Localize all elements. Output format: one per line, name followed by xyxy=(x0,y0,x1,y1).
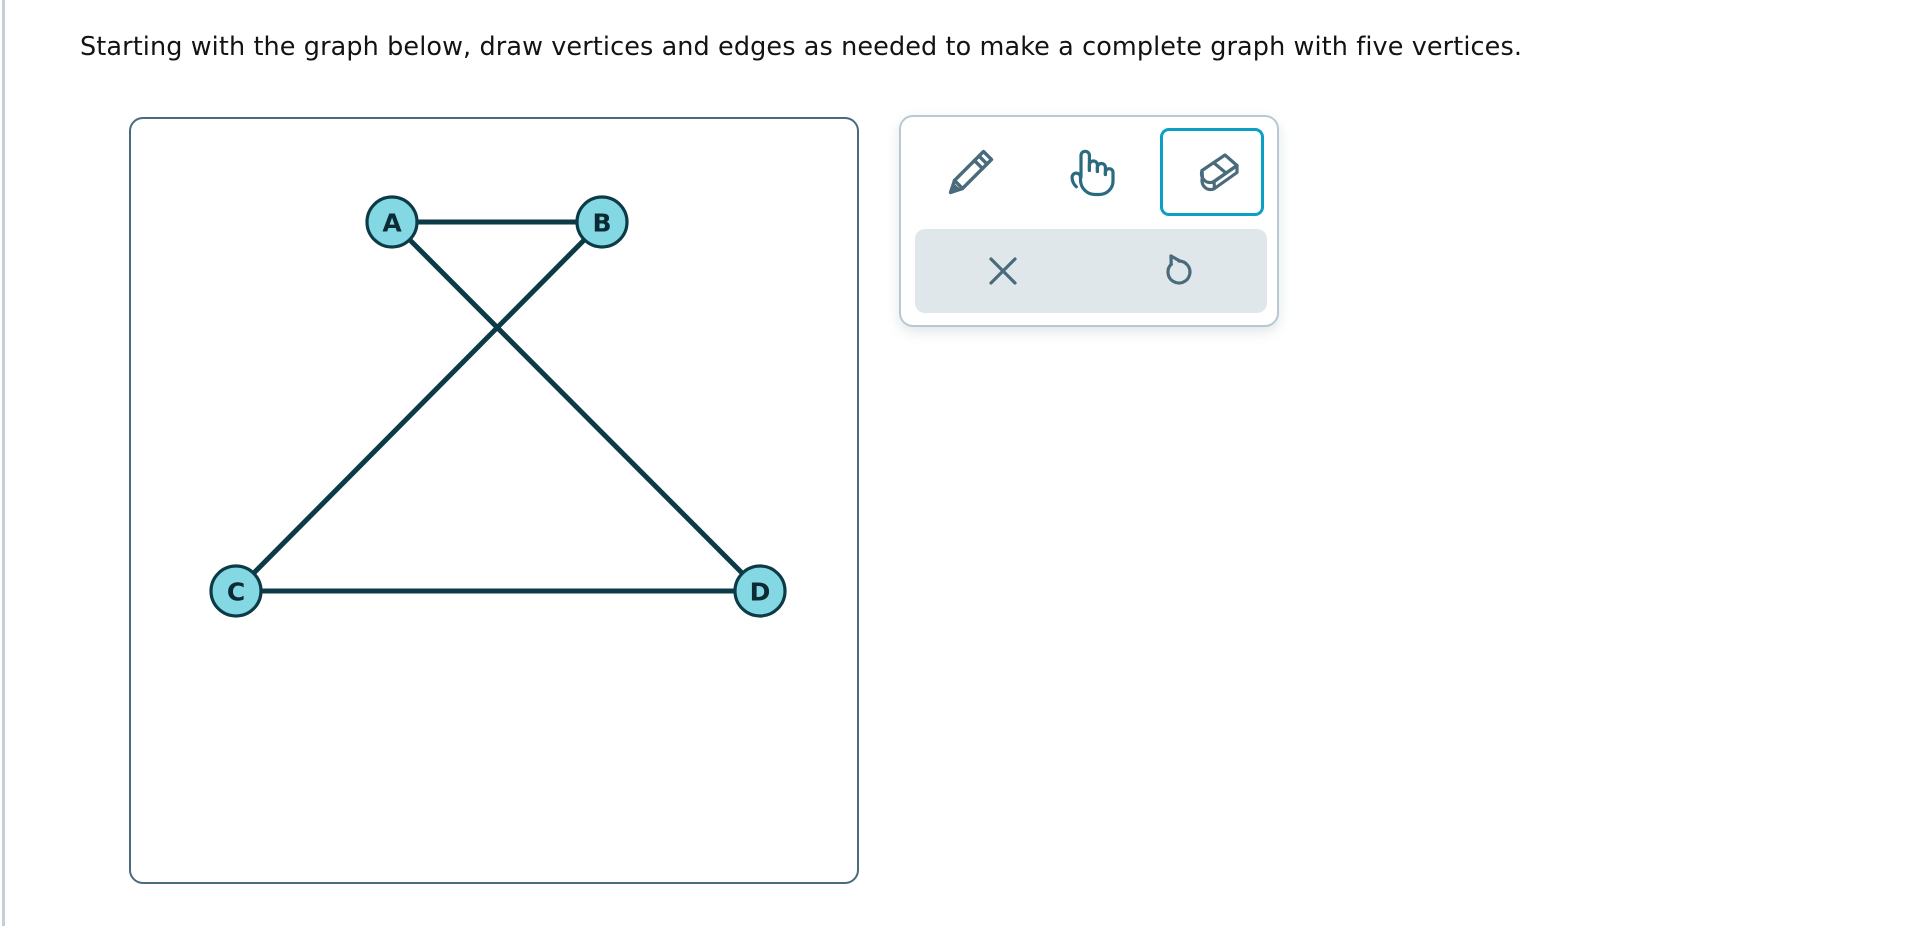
tool-pencil[interactable]: Pencil xyxy=(918,128,1022,216)
undo-arrow-icon xyxy=(1166,254,1192,285)
graph-diagram[interactable]: A B C D xyxy=(131,119,861,886)
clear-button[interactable]: Clear xyxy=(943,236,1063,306)
vertex-circle-B xyxy=(575,195,629,249)
graph-vertex-B[interactable]: B xyxy=(575,195,629,249)
action-strip: Clear Undo xyxy=(915,229,1267,313)
eraser-icon xyxy=(1199,153,1239,192)
tool-hand[interactable]: Move xyxy=(1039,128,1143,216)
tool-palette: Pencil Move xyxy=(899,115,1279,327)
edge-group xyxy=(233,219,763,594)
graph-vertex-D[interactable]: D xyxy=(733,564,787,618)
vertex-group: A B C D xyxy=(209,195,787,618)
graph-vertex-A[interactable]: A xyxy=(365,195,419,249)
vertex-label-C: C xyxy=(227,578,245,607)
drawing-canvas[interactable]: A B C D xyxy=(129,117,859,884)
tool-eraser[interactable]: Eraser xyxy=(1159,128,1264,216)
vertex-label-D: D xyxy=(750,578,771,607)
tool-row: Pencil Move xyxy=(910,123,1272,221)
left-edge-rule xyxy=(2,0,5,926)
vertex-label-A: A xyxy=(382,209,402,238)
graph-edge-BC[interactable] xyxy=(233,219,605,594)
vertex-label-B: B xyxy=(592,209,611,238)
pencil-icon xyxy=(949,149,994,195)
graph-vertex-C[interactable]: C xyxy=(209,564,263,618)
vertex-circle-A xyxy=(365,195,419,249)
undo-button[interactable]: Undo xyxy=(1119,236,1239,306)
hand-pointer-icon xyxy=(1070,149,1115,197)
graph-edge-AD[interactable] xyxy=(389,219,763,594)
vertex-circle-C xyxy=(209,564,263,618)
close-x-icon xyxy=(989,257,1017,285)
page-title: Starting with the graph below, draw vert… xyxy=(80,32,1523,62)
vertex-circle-D xyxy=(733,564,787,618)
